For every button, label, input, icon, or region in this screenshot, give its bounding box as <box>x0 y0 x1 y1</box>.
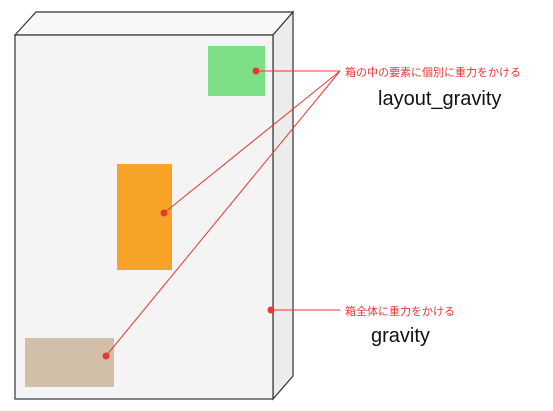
anchor-dot-orange <box>160 209 168 217</box>
gravity-term: gravity <box>371 325 430 347</box>
layout-gravity-description: 箱の中の要素に個別に重力をかける <box>345 66 521 79</box>
anchor-dot-box <box>267 306 275 314</box>
leader-line-tan <box>105 70 341 357</box>
anchor-dot-green <box>252 67 260 75</box>
leader-line-orange <box>163 70 341 214</box>
gravity-description: 箱全体に重力をかける <box>345 305 455 318</box>
box-top-face <box>13 11 295 36</box>
layout-gravity-term: layout_gravity <box>378 88 502 110</box>
anchor-dot-tan <box>102 352 110 360</box>
tan-element <box>25 338 114 387</box>
box-side-face <box>272 10 294 401</box>
orange-element <box>117 164 172 270</box>
